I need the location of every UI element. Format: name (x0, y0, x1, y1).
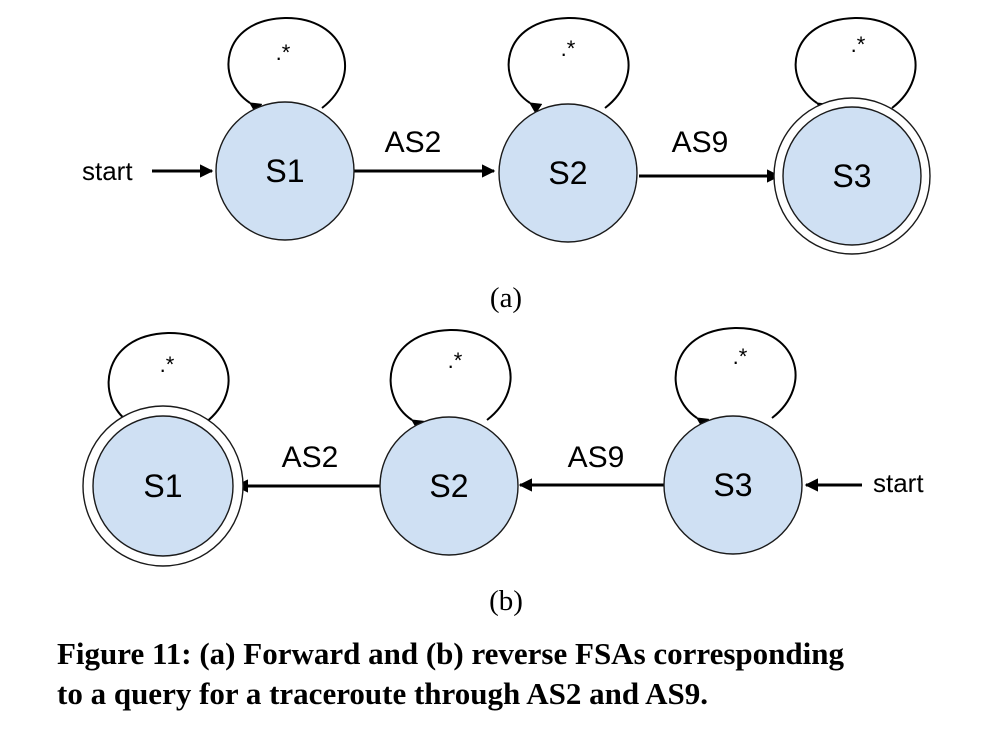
state-circle (379, 416, 519, 556)
panel-label-b: (b) (489, 585, 523, 617)
transition-label-as9: AS9 (568, 441, 625, 474)
state-circle (663, 415, 803, 555)
caption-line-1: Figure 11: (a) Forward and (b) reverse F… (57, 636, 845, 671)
state-circle (92, 415, 234, 557)
state-label: S2 (548, 155, 587, 191)
state-label: S1 (265, 153, 304, 189)
state-label: S1 (143, 468, 182, 504)
self-loop-arc (227, 16, 347, 114)
self-loop-arc (794, 16, 917, 114)
state-circle (782, 106, 922, 246)
start-label: start (82, 156, 133, 186)
transition-label-as9: AS9 (672, 126, 729, 159)
state-s1-reverse-accepting: S1 (82, 405, 244, 567)
state-label: S3 (832, 158, 871, 194)
reverse-fsa: .* .* .* AS2 AS9 start S1 S2 S3 (82, 326, 924, 617)
state-label: S2 (429, 468, 468, 504)
panel-label-a: (a) (490, 282, 522, 314)
loop-label: .* (851, 32, 866, 57)
self-loop-arc (507, 16, 630, 114)
self-loop-s2-forward: .* (507, 16, 630, 114)
self-loop-s2-reverse: .* (389, 328, 512, 431)
self-loop-arc (107, 331, 230, 434)
state-circle (215, 101, 355, 241)
caption-line-2: to a query for a traceroute through AS2 … (57, 676, 709, 711)
start-label: start (873, 468, 924, 498)
forward-fsa: .* .* .* start AS2 AS9 S1 S2 S3 (82, 16, 931, 314)
self-loop-s1-reverse: .* (107, 331, 230, 434)
loop-label: .* (160, 352, 175, 377)
self-loop-arc (674, 326, 797, 429)
self-loop-arc (389, 328, 512, 431)
loop-label: .* (561, 36, 576, 61)
self-loop-s3-forward: .* (794, 16, 917, 114)
state-s3-reverse: S3 (663, 415, 803, 555)
state-s1-forward: S1 (215, 101, 355, 241)
state-s3-forward-accepting: S3 (773, 97, 931, 255)
state-s2-reverse: S2 (379, 416, 519, 556)
transition-label-as2: AS2 (282, 441, 339, 474)
loop-label: .* (276, 40, 291, 65)
self-loop-s3-reverse: .* (674, 326, 797, 429)
figure-caption: Figure 11: (a) Forward and (b) reverse F… (57, 634, 957, 714)
state-s2-forward: S2 (498, 103, 638, 243)
self-loop-s1-forward: .* (227, 16, 347, 114)
loop-label: .* (733, 344, 748, 369)
loop-label: .* (448, 348, 463, 373)
state-circle (498, 103, 638, 243)
state-label: S3 (713, 467, 752, 503)
transition-label-as2: AS2 (385, 126, 442, 159)
